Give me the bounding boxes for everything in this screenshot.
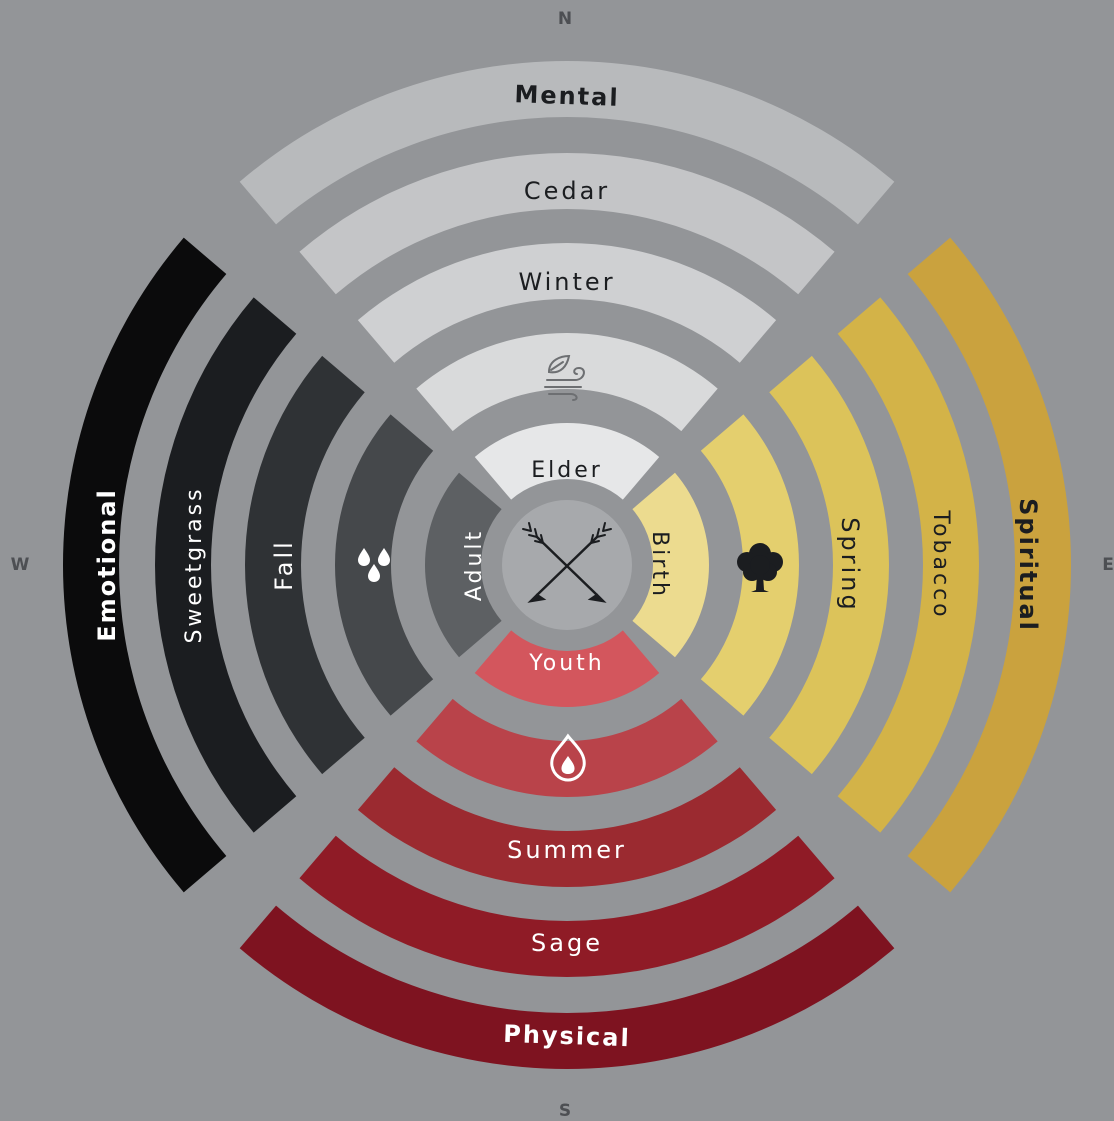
segment-east-aspect (907, 237, 1071, 893)
segment-west-aspect (62, 237, 227, 893)
segment-west-season (244, 355, 365, 775)
label-sage: Sage (531, 929, 603, 957)
segment-north-aspect (239, 60, 895, 225)
segment-west-stage (424, 472, 502, 658)
label-sweetgrass: Sweetgrass (182, 486, 207, 643)
medicine-labels: Cedar Sage Sweetgrass Tobacco (182, 177, 953, 957)
tree-icon (737, 543, 783, 592)
segment-south-season (357, 767, 777, 887)
label-spiritual: Spiritual (1014, 498, 1042, 632)
label-elder: Elder (531, 458, 603, 483)
compass-north: N (558, 9, 572, 29)
wheel-segments (62, 60, 1071, 1069)
aspect-labels: Mental Physical Emotional Spiritual (93, 80, 1042, 1052)
label-tobacco: Tobacco (928, 509, 953, 619)
compass-east: E (1102, 555, 1114, 575)
label-adult: Adult (462, 529, 487, 601)
fire-icon (550, 733, 586, 782)
crossed-arrows-icon (522, 522, 612, 603)
segment-north-medicine (299, 152, 835, 295)
compass-west: W (11, 555, 30, 575)
water-drops-icon (358, 548, 390, 582)
label-emotional: Emotional (93, 488, 121, 642)
season-labels: Winter Summer Fall Spring (270, 268, 864, 864)
segment-south-element (416, 698, 718, 797)
segment-north-stage (474, 423, 660, 500)
label-mental: Mental (514, 80, 620, 112)
compass-south: S (559, 1101, 571, 1121)
segment-south-medicine (299, 835, 835, 977)
segment-north-season (357, 243, 777, 363)
wind-icon (544, 354, 585, 401)
segment-north-element (416, 332, 718, 432)
label-physical: Physical (503, 1020, 631, 1052)
segment-east-medicine (837, 297, 979, 833)
segment-south-aspect (239, 905, 895, 1069)
segment-east-season (769, 355, 889, 775)
label-spring: Spring (836, 517, 864, 612)
stage-labels: Elder Youth Adult Birth (462, 458, 672, 676)
label-winter: Winter (518, 268, 615, 296)
label-cedar: Cedar (524, 177, 610, 205)
segment-south-stage (474, 630, 660, 707)
segment-west-medicine (154, 297, 297, 833)
segment-east-stage (632, 472, 710, 658)
label-youth: Youth (528, 651, 605, 676)
label-fall: Fall (270, 539, 298, 591)
label-summer: Summer (507, 836, 627, 864)
label-birth: Birth (647, 531, 672, 599)
